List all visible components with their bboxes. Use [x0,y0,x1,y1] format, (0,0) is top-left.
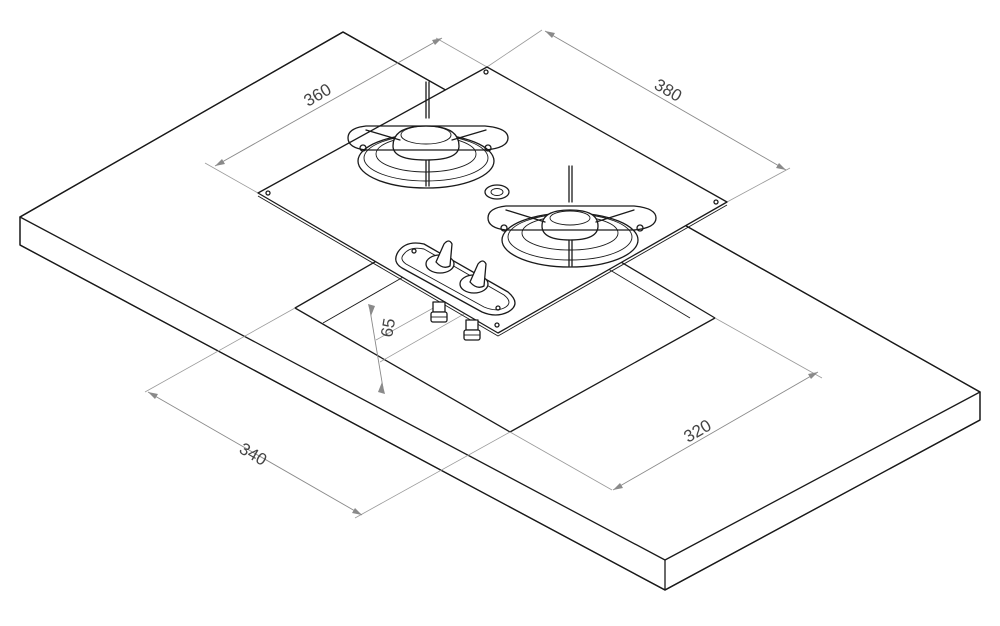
plate-screw-hole [265,190,271,196]
burner-right [487,165,657,268]
burner-left [347,81,509,189]
plate-screw-hole [713,199,719,205]
plate-screw-hole [483,69,489,75]
dimension-label-340: 340 [236,439,270,470]
gas-connector-left [430,301,448,323]
control-panel [395,242,516,316]
knob-right[interactable] [459,260,489,294]
dimension-label-65: 65 [377,317,399,339]
knob-left[interactable] [425,240,455,274]
gas-inlet-nut [484,184,510,200]
plate-screw-hole [494,322,500,328]
dimension-label-380: 380 [651,75,685,106]
hob-plate [257,66,728,337]
gas-connector-right [463,319,481,341]
